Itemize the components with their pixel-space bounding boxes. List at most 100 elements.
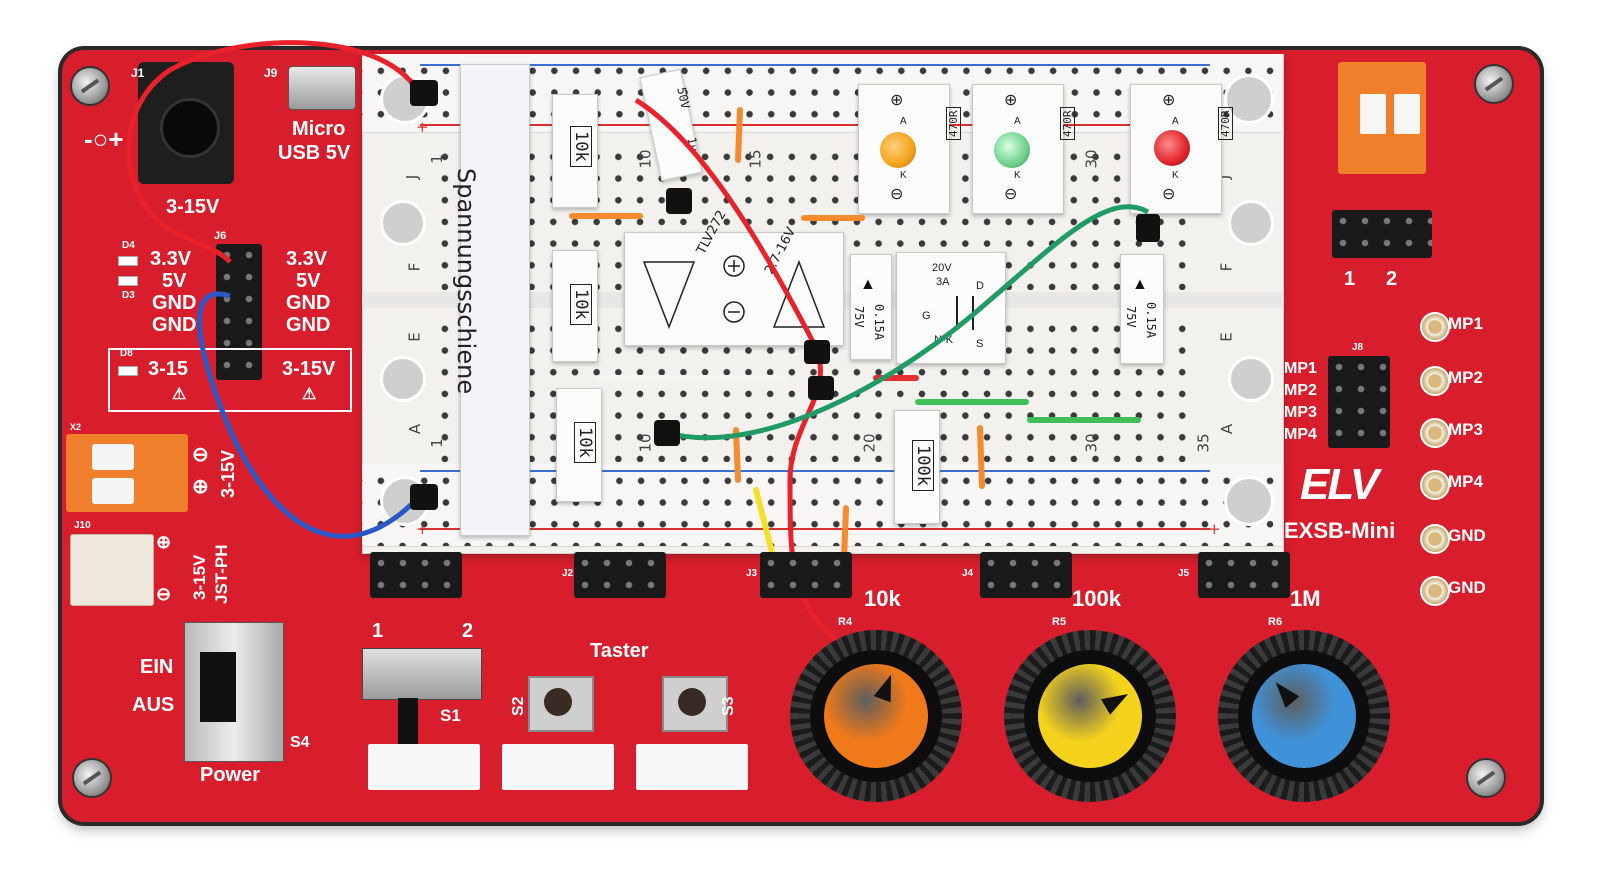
header-j8[interactable]: [1328, 356, 1390, 448]
wire-plug: [654, 420, 680, 446]
header-j7[interactable]: [1332, 210, 1432, 258]
rail-right-1: 3.3V: [286, 248, 328, 270]
pot-knob-r6-cap[interactable]: [1252, 664, 1356, 768]
led-cathode: K: [900, 170, 907, 181]
mp-right-2: MP2: [1448, 368, 1483, 387]
mosfet-voltage: 20V: [932, 262, 952, 274]
mp-right-gnd-1: GND: [1448, 526, 1486, 545]
wire-plug: [666, 188, 692, 214]
jumper-wire: [733, 427, 741, 483]
j1-value: 3-15V: [166, 196, 220, 218]
label-area: [368, 744, 480, 790]
jst-connector[interactable]: [70, 534, 154, 606]
measure-pad-mp3[interactable]: [1420, 418, 1450, 448]
header-j5[interactable]: [1198, 552, 1290, 598]
resistor-module: [552, 94, 598, 208]
screw-icon: [72, 758, 112, 798]
measure-pad-mp4[interactable]: [1420, 470, 1450, 500]
diode-module: [850, 254, 892, 360]
blue-wire: [197, 291, 422, 539]
led-minus-icon: ⊖: [1004, 186, 1018, 203]
jumper-wire: [735, 107, 743, 163]
led-plus-icon: ⊕: [890, 92, 904, 109]
wire-plug: [410, 80, 438, 106]
j9-label-line1: Micro: [292, 118, 346, 140]
mosfet-source: S: [976, 338, 984, 350]
rail-plus-bottom-right: +: [1208, 520, 1221, 538]
mount-hole: [1228, 200, 1274, 246]
diode-symbol-icon: ▲: [1132, 276, 1148, 293]
d3-ref: D3: [122, 290, 135, 301]
header-j1-bottom[interactable]: [370, 552, 462, 598]
jumper-wire: [977, 425, 985, 489]
header-j2[interactable]: [574, 552, 666, 598]
power-on-label: EIN: [140, 656, 174, 678]
j2-ref: J2: [562, 568, 574, 579]
measure-pad-mp2[interactable]: [1420, 366, 1450, 396]
micro-usb-port[interactable]: [288, 66, 356, 110]
measure-pad-gnd[interactable]: [1420, 576, 1450, 606]
mount-hole: [380, 200, 426, 246]
mount-hole: [1228, 356, 1274, 402]
voltage-rail-module: [460, 64, 530, 536]
taster-label: Taster: [590, 640, 649, 662]
dc-jack-socket-icon: [160, 98, 220, 158]
button-cap-icon: [678, 688, 706, 716]
terminal-lever[interactable]: [92, 444, 134, 470]
slide-switch-lever[interactable]: [398, 698, 418, 758]
pot-knob-r4-cap[interactable]: [824, 664, 928, 768]
rail-line-red: [420, 528, 1210, 530]
resistor-module: [894, 410, 940, 524]
terminal-lever[interactable]: [92, 478, 134, 504]
red-wire: [126, 40, 423, 264]
minus-icon: ⊖: [192, 444, 209, 466]
power-switch-slider[interactable]: [200, 652, 236, 722]
measure-pad-mp1[interactable]: [1420, 312, 1450, 342]
j10-ref: J10: [74, 520, 91, 531]
pot-knob-r5-cap[interactable]: [1038, 664, 1142, 768]
mp-left-1: MP1: [1284, 360, 1317, 377]
j8-ref: J8: [1352, 342, 1364, 353]
mosfet-module: [896, 252, 1006, 364]
led-minus-icon: ⊖: [1162, 186, 1176, 203]
wire-plug: [808, 376, 834, 400]
mp-left-3: MP3: [1284, 404, 1317, 421]
mount-hole: [1224, 74, 1274, 124]
j4-ref: J4: [962, 568, 974, 579]
pot-r4-ref: R4: [838, 616, 853, 628]
rail-plus-bottom: +: [416, 520, 429, 538]
j9-ref: J9: [264, 66, 278, 80]
screw-icon: [1466, 758, 1506, 798]
s4-ref: S4: [290, 734, 310, 751]
plus-icon: ⊕: [156, 532, 172, 552]
slide-switch-s1[interactable]: [362, 648, 482, 700]
mp-right-3: MP3: [1448, 420, 1483, 439]
mount-hole: [1224, 476, 1274, 526]
rail-left-1: 3.3V: [150, 248, 192, 270]
rail-right-2: 5V: [296, 270, 321, 292]
measure-pad-gnd[interactable]: [1420, 524, 1450, 554]
rail-right-3: GND: [286, 292, 331, 314]
button-cap-icon: [544, 688, 572, 716]
dip-lever[interactable]: [1394, 94, 1420, 134]
mp-left-2: MP2: [1284, 382, 1317, 399]
j7-pin-1: 1: [1344, 268, 1356, 290]
j3-ref: J3: [746, 568, 758, 579]
resistor-module: [552, 250, 598, 362]
header-j3[interactable]: [760, 552, 852, 598]
mosfet-current: 3A: [936, 276, 950, 288]
minus-icon: ⊖: [156, 584, 172, 604]
s2-ref: S2: [510, 696, 527, 716]
rail-line-blue: [420, 64, 1210, 66]
j6-ref: J6: [214, 230, 227, 242]
dip-lever[interactable]: [1360, 94, 1386, 134]
header-pin-1: 1: [372, 620, 384, 642]
header-j4[interactable]: [980, 552, 1072, 598]
mosfet-gate: G: [922, 310, 931, 322]
header-j6[interactable]: [216, 244, 262, 380]
rail-right-4: GND: [286, 314, 331, 336]
vin-left: 3-15: [148, 358, 189, 380]
pot-r5-ref: R5: [1052, 616, 1067, 628]
mount-hole: [380, 356, 426, 402]
diode-module: [1120, 254, 1164, 364]
